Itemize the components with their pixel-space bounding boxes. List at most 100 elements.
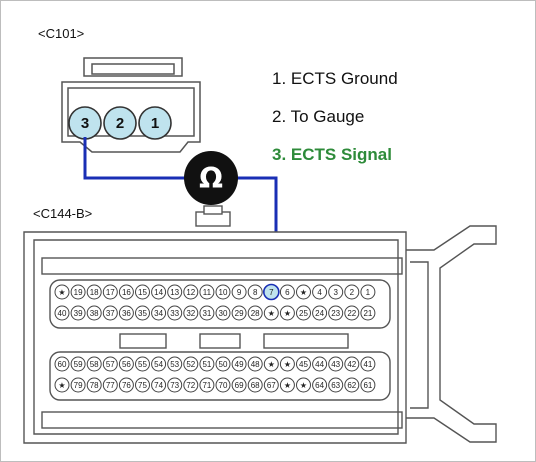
c144b-pin-42	[344, 356, 360, 372]
c144b-pin-13	[167, 284, 183, 300]
c144b-pin-label: 28	[251, 309, 260, 318]
c144b-pin-54	[151, 356, 167, 372]
c144b-pin-31	[199, 305, 215, 321]
c144b-pin-label: 8	[253, 288, 258, 297]
c144b-pin-label: 10	[219, 288, 228, 297]
c144b-pin-40	[54, 305, 70, 321]
c144b-divider-2	[199, 333, 241, 349]
c144b-pin-10	[215, 284, 231, 300]
c144b-side-lever-inner	[410, 261, 429, 409]
c144b-pin-star	[263, 356, 279, 372]
c144b-pin-label: 22	[347, 309, 356, 318]
c144b-pin-22	[344, 305, 360, 321]
c144b-pin-3	[328, 284, 344, 300]
c144b-pin-75	[135, 377, 150, 393]
c144b-pin-label: 31	[202, 309, 211, 318]
c144b-pin-label: 74	[154, 381, 163, 390]
c144b-divider-3	[263, 333, 349, 349]
c144b-pin-label: 13	[170, 288, 179, 297]
c144b-pin-label: 76	[122, 381, 131, 390]
c144b-pin-label: 57	[106, 360, 115, 369]
c144b-pin-23	[328, 305, 344, 321]
ohm-symbol: Ω	[199, 162, 223, 195]
c144b-pin-11	[199, 284, 215, 300]
c144b-pin-52	[183, 356, 199, 372]
c144b-pin-62	[344, 377, 360, 393]
c144b-pin-14	[151, 284, 167, 300]
c144b-top-tab-knob	[203, 205, 223, 215]
ohmmeter-body	[184, 151, 238, 205]
c144b-pin-label: 44	[315, 360, 324, 369]
c144b-pin-label: 12	[186, 288, 195, 297]
c144b-pin-label: 3	[333, 288, 338, 297]
legend-item-3: 3. ECTS Signal	[272, 145, 392, 164]
c144b-pin-label: 54	[154, 360, 163, 369]
c101-label: <C101>	[38, 26, 84, 41]
c144b-pin-label: 41	[363, 360, 372, 369]
c144b-divider-1	[119, 333, 167, 349]
c144b-pin-label: 6	[285, 288, 290, 297]
c144b-pin-71	[199, 377, 215, 393]
c144b-pin-star	[296, 377, 311, 393]
c144b-side-lever	[406, 225, 497, 443]
c144b-pin-12	[183, 284, 199, 300]
c144b-pin-label: 59	[74, 360, 83, 369]
c144b-pin-label: 25	[299, 309, 308, 318]
c144b-pin-35	[135, 305, 150, 321]
c144b-pin-label: 19	[74, 288, 83, 297]
c144b-pin-label: 63	[331, 381, 340, 390]
c144b-pin-55	[135, 356, 150, 372]
c144b-pin-50	[215, 356, 231, 372]
c144b-pin-label: 56	[122, 360, 131, 369]
c144b-pin-label: 11	[203, 288, 212, 297]
c144b-pin-label: 42	[347, 360, 356, 369]
c144b-pin-74	[151, 377, 167, 393]
c144b-pin-label: 61	[363, 381, 372, 390]
c144b-pin-67	[263, 377, 279, 393]
c144b-pin-label: ★	[284, 381, 291, 390]
c144b-pin-37	[102, 305, 118, 321]
c144b-pin-56	[118, 356, 134, 372]
c144b-pin-63	[328, 377, 344, 393]
c144b-pin-60	[54, 356, 70, 372]
c101-inner-rim	[67, 87, 195, 137]
c144b-pin-label: 32	[186, 309, 195, 318]
c144b-pin-label: 58	[90, 360, 99, 369]
c144b-pin-label: 60	[58, 360, 67, 369]
c144b-pin-label: 17	[106, 288, 115, 297]
c144b-pin-label: 72	[186, 381, 195, 390]
c144b-pin-label: 7	[269, 288, 274, 297]
c144b-pin-label: 51	[202, 360, 211, 369]
c144b-pin-57	[102, 356, 118, 372]
c144b-pin-label: 67	[267, 381, 276, 390]
legend-item-2: 2. To Gauge	[272, 107, 364, 126]
c144b-pin-43	[328, 356, 344, 372]
c144b-pin-53	[167, 356, 183, 372]
c144b-pin-star	[279, 305, 295, 321]
c144b-pin-label: 34	[154, 309, 163, 318]
c144b-pin-73	[167, 377, 183, 393]
c144b-pin-45	[296, 356, 311, 372]
c144b-pin-label: 29	[235, 309, 244, 318]
c144b-pin-label: 35	[138, 309, 147, 318]
c144b-pin-24	[312, 305, 328, 321]
c144b-pin-label: 15	[138, 288, 147, 297]
c144b-connector	[23, 205, 497, 444]
ohmmeter-icon: Ω	[184, 151, 238, 205]
c144b-pin-star	[263, 305, 279, 321]
c144b-pin-label: 53	[170, 360, 179, 369]
c144b-pin-label: 24	[315, 309, 324, 318]
c144b-pin-38	[86, 305, 102, 321]
c144b-pin-label: 39	[74, 309, 83, 318]
c144b-pin-star	[296, 284, 311, 300]
c144b-pin-label: 68	[251, 381, 260, 390]
c144b-pin-48	[247, 356, 263, 372]
c144b-pin-41	[360, 356, 376, 372]
c144b-pin-label: 38	[90, 309, 99, 318]
c144b-pin-9	[231, 284, 247, 300]
c144b-pin-78	[86, 377, 102, 393]
